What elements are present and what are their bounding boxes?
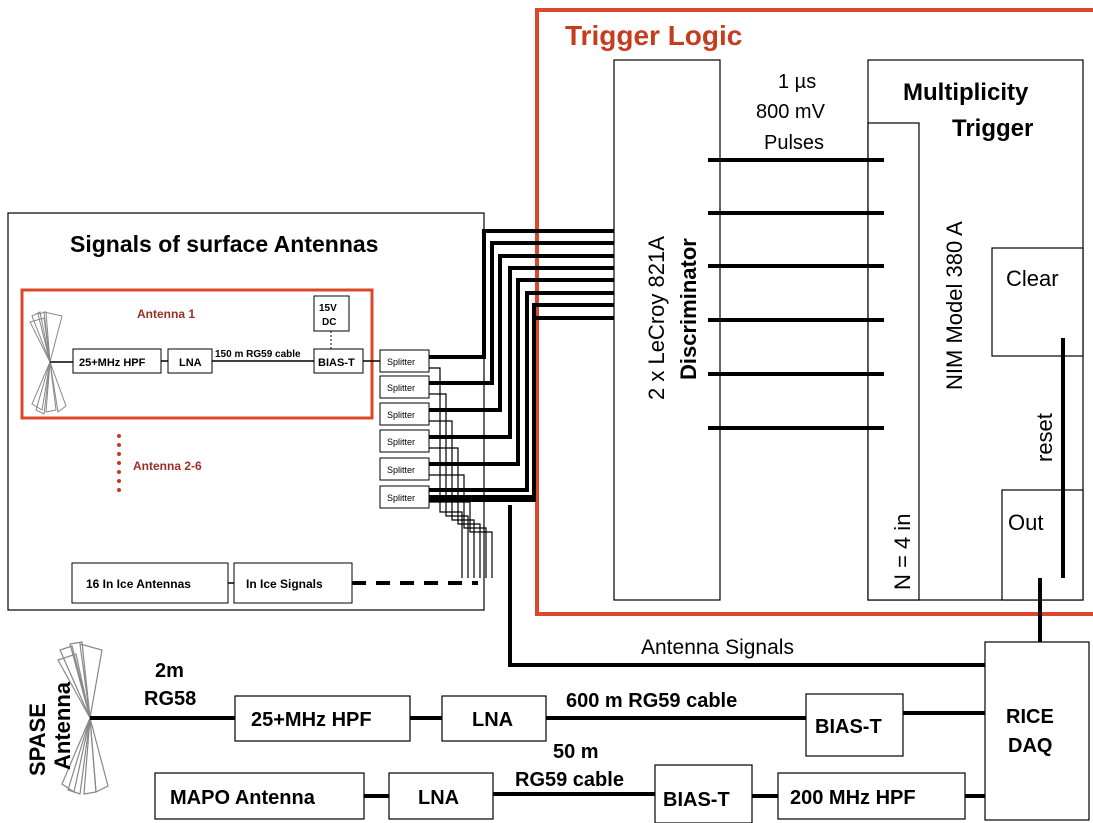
splitter-label: Splitter	[387, 410, 415, 420]
mapo-lna-box	[388, 772, 494, 820]
antenna1-lna-label: LNA	[179, 357, 202, 369]
rg58-label-2: RG58	[144, 688, 196, 710]
rice-daq-box	[984, 641, 1090, 821]
reset-label: reset	[1032, 413, 1057, 462]
pulse-label-2: 800 mV	[756, 101, 826, 123]
spase-biast-box	[805, 693, 904, 757]
multiplicity-label-1: Multiplicity	[903, 79, 1029, 106]
splitter-box	[379, 402, 430, 426]
splitter-label: Splitter	[387, 493, 415, 503]
antenna1-biast-box	[313, 348, 364, 374]
splitter-label: Splitter	[387, 383, 415, 393]
trigger-logic-border	[535, 8, 1093, 616]
trigger-logic-title: Trigger Logic	[565, 20, 742, 51]
n-input-box	[867, 122, 920, 601]
splitter-box	[379, 349, 430, 373]
spase-label-2: Antenna	[50, 681, 75, 770]
svg-text:Discriminator: Discriminator	[676, 238, 701, 380]
spase-biast-label: BIAS-T	[815, 716, 882, 738]
pulse-lines	[708, 158, 884, 430]
inice-antennas-box	[71, 562, 229, 604]
inice-antennas-label: 16 In Ice Antennas	[86, 577, 191, 591]
hpf200-label: 200 MHz HPF	[790, 787, 916, 809]
spase-hpf-label: 25+MHz HPF	[251, 709, 372, 731]
mapo-lna-label: LNA	[418, 787, 459, 809]
antenna-signals-label: Antenna Signals	[641, 636, 794, 659]
splitter-label: Splitter	[387, 357, 415, 367]
rg58-label-1: 2m	[155, 660, 184, 682]
surface-title: Signals of surface Antennas	[70, 231, 378, 257]
clear-box	[991, 247, 1084, 357]
splitter-to-discriminator-lines	[429, 229, 614, 502]
multiplicity-label-2: Trigger	[952, 115, 1033, 142]
splitter-thin-lines	[429, 367, 493, 578]
clear-label: Clear	[1006, 266, 1059, 291]
discriminator-label: 2 x LeCroy 821A Discriminator	[644, 236, 701, 400]
rice-daq-label-2: DAQ	[1008, 735, 1052, 757]
dc-box	[313, 295, 350, 332]
out-label: Out	[1008, 510, 1043, 535]
antenna1-hpf-box	[72, 348, 162, 374]
spase-lna-label: LNA	[472, 709, 513, 731]
cable600-label: 600 m RG59 cable	[566, 690, 737, 712]
splitter-box	[379, 429, 430, 453]
antenna26-label: Antenna 2-6	[133, 459, 202, 473]
antenna1-label: Antenna 1	[137, 307, 195, 321]
antenna1-cable-label: 150 m RG59 cable	[215, 349, 301, 360]
svg-text:2 x LeCroy 821A: 2 x LeCroy 821A	[644, 236, 669, 400]
splitter-label: Splitter	[387, 437, 415, 447]
n-label: N = 4 in	[890, 514, 915, 590]
splitter-label: Splitter	[387, 465, 415, 475]
antenna1-icon	[29, 311, 67, 415]
antenna1-border	[20, 288, 374, 420]
spase-label-1: SPASE	[25, 703, 50, 776]
antenna26-dots	[117, 434, 121, 492]
antenna-signals-line	[508, 505, 985, 667]
mapo-antenna-label: MAPO Antenna	[170, 787, 316, 809]
hpf200-box	[777, 772, 966, 820]
inice-signals-label: In Ice Signals	[246, 577, 323, 591]
cable50-label-2: RG59 cable	[515, 769, 624, 791]
splitters: Splitter Splitter Splitter Splitter Spli…	[379, 349, 430, 509]
dc-label-2: DC	[322, 317, 336, 328]
pulse-label-3: Pulses	[764, 132, 824, 154]
nim-label: NIM Model 380 A	[942, 221, 967, 390]
pulse-label-1: 1 µs	[778, 71, 816, 93]
splitter-box	[379, 457, 430, 481]
rice-daq-label-1: RICE	[1006, 706, 1054, 728]
out-box	[1001, 489, 1084, 601]
cable50-label-1: 50 m	[553, 741, 599, 763]
inice-signals-box	[233, 562, 353, 604]
spase-antenna-icon	[57, 641, 109, 795]
splitter-box	[379, 375, 430, 399]
discriminator-box	[613, 59, 721, 601]
mapo-biast-label: BIAS-T	[663, 789, 730, 811]
dc-label-1: 15V	[319, 303, 337, 314]
antenna1-biast-label: BIAS-T	[318, 357, 355, 369]
antenna1-hpf-label: 25+MHz HPF	[79, 357, 146, 369]
mapo-biast-box	[654, 764, 753, 823]
